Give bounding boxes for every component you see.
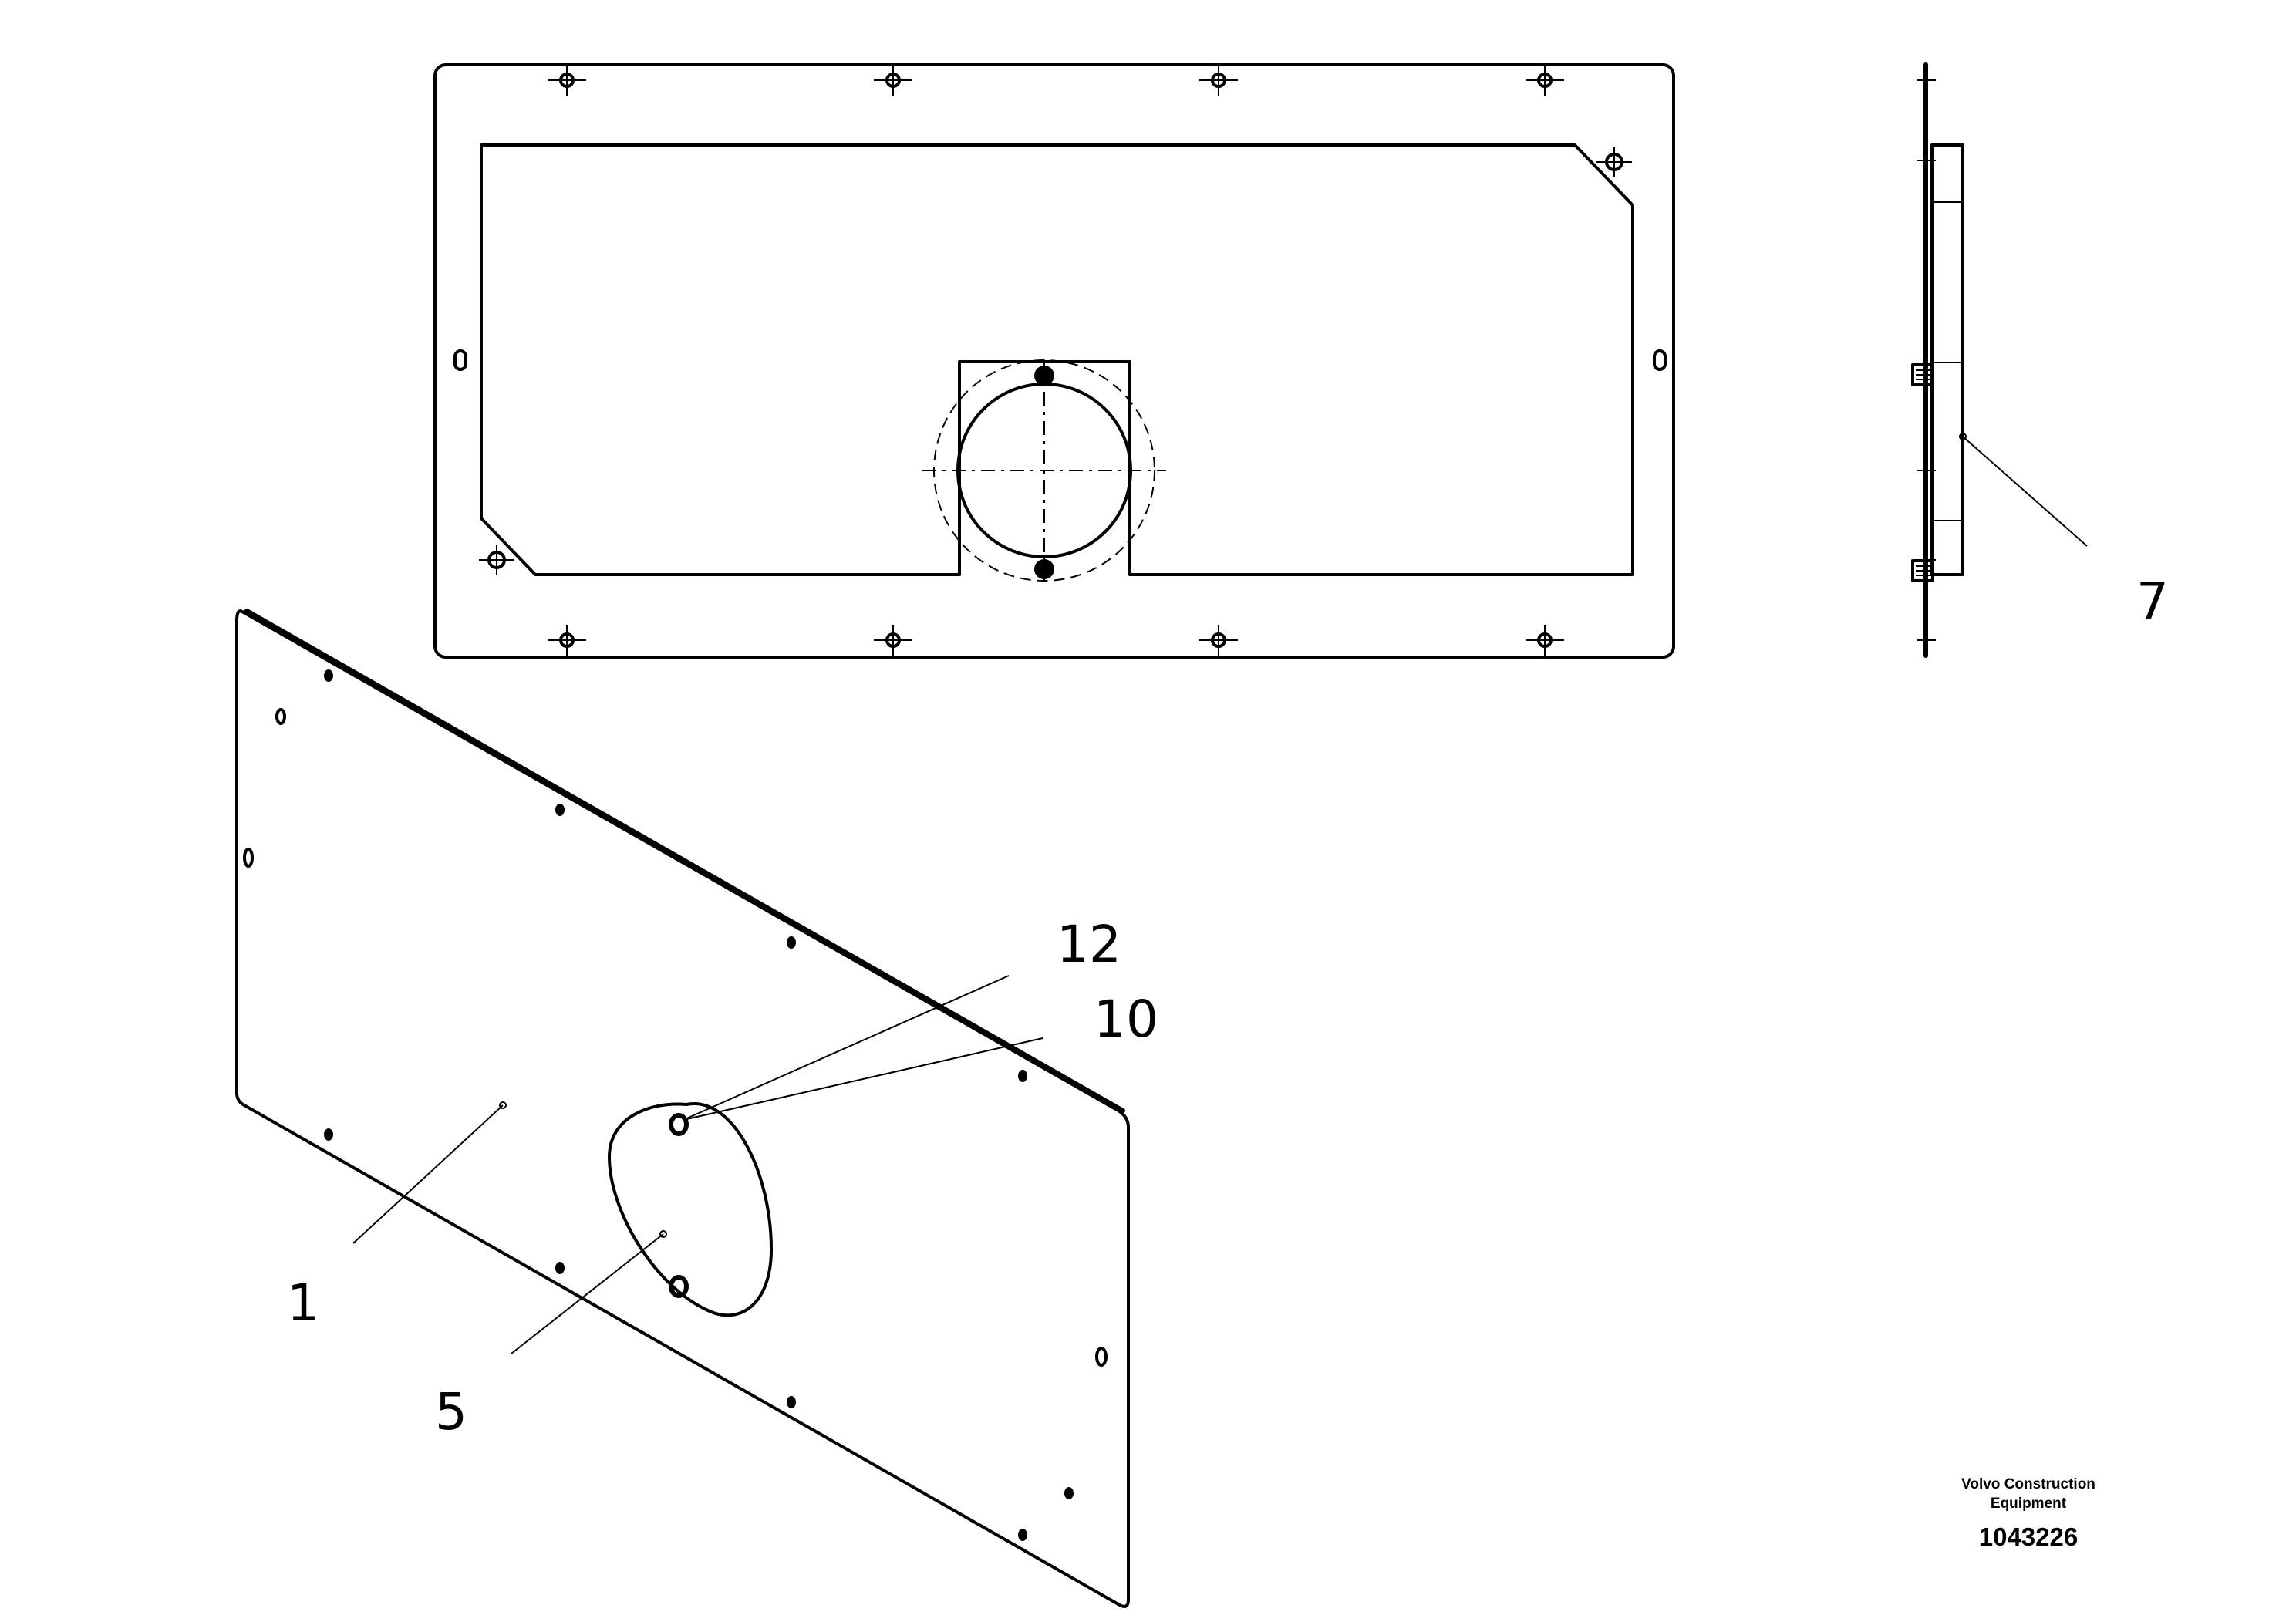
bolt-hole (1596, 147, 1632, 177)
leader-line-7 (1962, 436, 2088, 547)
iso-plate-edge (244, 609, 1125, 1113)
callout-10: 10 (1094, 990, 1158, 1049)
side-view (1911, 62, 2088, 658)
front-view-inner-cutout (480, 143, 1634, 576)
iso-plate-outline (235, 609, 1130, 1608)
front-view-slot-left (453, 349, 467, 371)
front-view-plate-outline (433, 63, 1675, 659)
bolt-hole (479, 545, 514, 575)
front-view-round-cover (922, 359, 1166, 586)
callout-7: 7 (2136, 572, 2169, 631)
cover-bolt-top (1034, 366, 1054, 386)
iso-round-cover (608, 1102, 773, 1317)
callout-12: 12 (1057, 915, 1121, 974)
bolt-hole (874, 65, 912, 96)
bolt-hole (874, 625, 912, 656)
bolt-hole (1526, 65, 1564, 96)
leader-line-1 (352, 1104, 504, 1244)
iso-cover-bolt-bottom (669, 1275, 689, 1298)
iso-holes (243, 669, 1108, 1541)
callout-5: 5 (435, 1382, 467, 1442)
iso-cover-bolt-top (669, 1113, 689, 1136)
brand-name-line1: Volvo Construction (1961, 1476, 2095, 1492)
front-view (433, 63, 1675, 659)
leader-line-10 (683, 1037, 1043, 1121)
front-view-slot-right (1653, 349, 1667, 371)
leader-line-12 (683, 975, 1010, 1121)
bolt-hole (548, 625, 586, 656)
bolt-hole (1199, 625, 1238, 656)
drawing-number: 1043226 (1978, 1523, 2079, 1551)
side-view-bolt-top (1911, 363, 1934, 386)
callout-1: 1 (287, 1273, 319, 1333)
side-view-body (1930, 143, 1964, 576)
side-view-bolt-bottom (1911, 559, 1934, 582)
leader-line-5 (511, 1233, 664, 1354)
brand-block: Volvo Construction Equipment 1043226 (1928, 1475, 2129, 1552)
cover-bolt-bottom (1034, 559, 1054, 579)
brand-name-line2: Equipment (1990, 1496, 2067, 1512)
front-view-bolt-holes (479, 65, 1632, 656)
bolt-hole (548, 65, 586, 96)
bolt-hole (1199, 65, 1238, 96)
bolt-hole (1526, 625, 1564, 656)
isometric-view (235, 609, 1130, 1608)
